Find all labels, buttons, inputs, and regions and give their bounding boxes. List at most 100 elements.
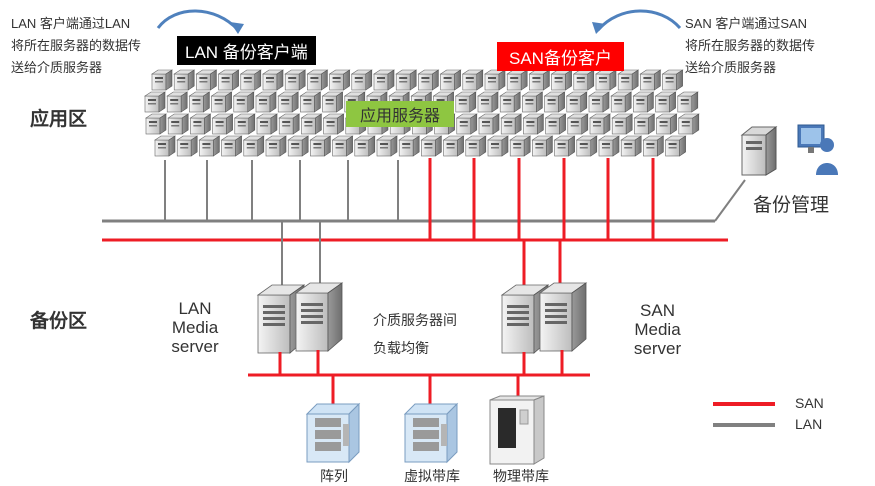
lan-media-line-3: server (171, 337, 219, 356)
app-server (144, 91, 166, 113)
app-server (154, 135, 176, 157)
app-server (166, 91, 188, 113)
backup-management-icon (740, 124, 838, 176)
lan-curve-arrow (156, 9, 240, 32)
app-server (255, 91, 277, 113)
app-server (678, 113, 700, 135)
app-server (240, 69, 262, 91)
app-server (499, 91, 521, 113)
app-server (610, 91, 632, 113)
app-servers-tag: 应用服务器 (346, 101, 455, 127)
app-server (351, 69, 373, 91)
app-server (509, 135, 531, 157)
app-server (551, 69, 573, 91)
app-server (398, 135, 420, 157)
app-server (531, 135, 553, 157)
app-server (376, 135, 398, 157)
app-server (588, 91, 610, 113)
app-server (332, 135, 354, 157)
array-label: 阵列 (320, 468, 348, 484)
lan-backup-client-tag: LAN 备份客户端 (177, 36, 316, 65)
application-zone-label: 应用区 (30, 109, 88, 130)
san-media-server-2 (539, 282, 587, 352)
app-server (234, 113, 256, 135)
app-server (465, 135, 487, 157)
app-server (173, 69, 195, 91)
app-server (484, 69, 506, 91)
lan-note-line-2: 将所在服务器的数据传 (11, 38, 142, 53)
app-server (456, 113, 478, 135)
app-server (655, 91, 677, 113)
app-server (633, 113, 655, 135)
app-server (395, 69, 417, 91)
app-server (256, 113, 278, 135)
app-server (329, 69, 351, 91)
app-server (566, 91, 588, 113)
lan-drops (164, 160, 399, 221)
lan-to-mgmt (714, 179, 746, 222)
app-server (462, 69, 484, 91)
backup-management-label: 备份管理 (753, 195, 830, 216)
app-server (212, 113, 234, 135)
lan-media-server-2 (295, 282, 343, 352)
app-server (611, 113, 633, 135)
lan-note-line-1: LAN 客户端通过LAN (11, 16, 131, 31)
app-server (176, 135, 198, 157)
app-server (300, 113, 322, 135)
app-server (620, 135, 642, 157)
app-server (354, 135, 376, 157)
disk-array-icon (305, 402, 361, 464)
lan-client-note: LAN 客户端通过LAN 将所在服务器的数据传 送给介质服务器 (11, 13, 141, 79)
lan-arrow-head (230, 22, 244, 34)
app-server (595, 69, 617, 91)
app-server (188, 91, 210, 113)
app-server (522, 113, 544, 135)
app-server (167, 113, 189, 135)
app-server (545, 113, 567, 135)
lan-media-line-1: LAN (178, 299, 212, 318)
app-server (198, 135, 220, 157)
lan-media-line-2: Media (171, 318, 219, 337)
app-server (576, 135, 598, 157)
app-server (278, 113, 300, 135)
san-arrow-head (592, 22, 606, 34)
app-server (662, 69, 684, 91)
app-server (309, 135, 331, 157)
load-balance-line-1: 介质服务器间 (373, 312, 457, 328)
app-server (306, 69, 328, 91)
backup-zone-label: 备份区 (30, 311, 88, 332)
app-server (455, 91, 477, 113)
app-server (639, 69, 661, 91)
app-server (221, 135, 243, 157)
physical-tape-label: 物理带库 (493, 468, 549, 484)
app-server (277, 91, 299, 113)
app-server (189, 113, 211, 135)
app-server (487, 135, 509, 157)
app-server (589, 113, 611, 135)
app-server (500, 113, 522, 135)
san-backup-client-tag: SAN备份客户 (497, 42, 624, 71)
san-curve-arrow (596, 9, 682, 32)
app-server (642, 135, 664, 157)
app-server (145, 113, 167, 135)
app-server (617, 69, 639, 91)
app-server (195, 69, 217, 91)
app-server (521, 91, 543, 113)
app-server (151, 69, 173, 91)
app-server (677, 91, 699, 113)
app-server (656, 113, 678, 135)
app-server (323, 113, 345, 135)
app-server (443, 135, 465, 157)
app-server (322, 91, 344, 113)
app-server (544, 91, 566, 113)
san-client-note: SAN 客户端通过SAN 将所在服务器的数据传 送给介质服务器 (685, 13, 815, 79)
app-server (211, 91, 233, 113)
san-media-line-1: SAN (640, 301, 675, 320)
app-server (665, 135, 687, 157)
app-server (218, 69, 240, 91)
app-server (598, 135, 620, 157)
app-server (440, 69, 462, 91)
app-server (284, 69, 306, 91)
virtual-tape-label: 虚拟带库 (404, 468, 460, 484)
